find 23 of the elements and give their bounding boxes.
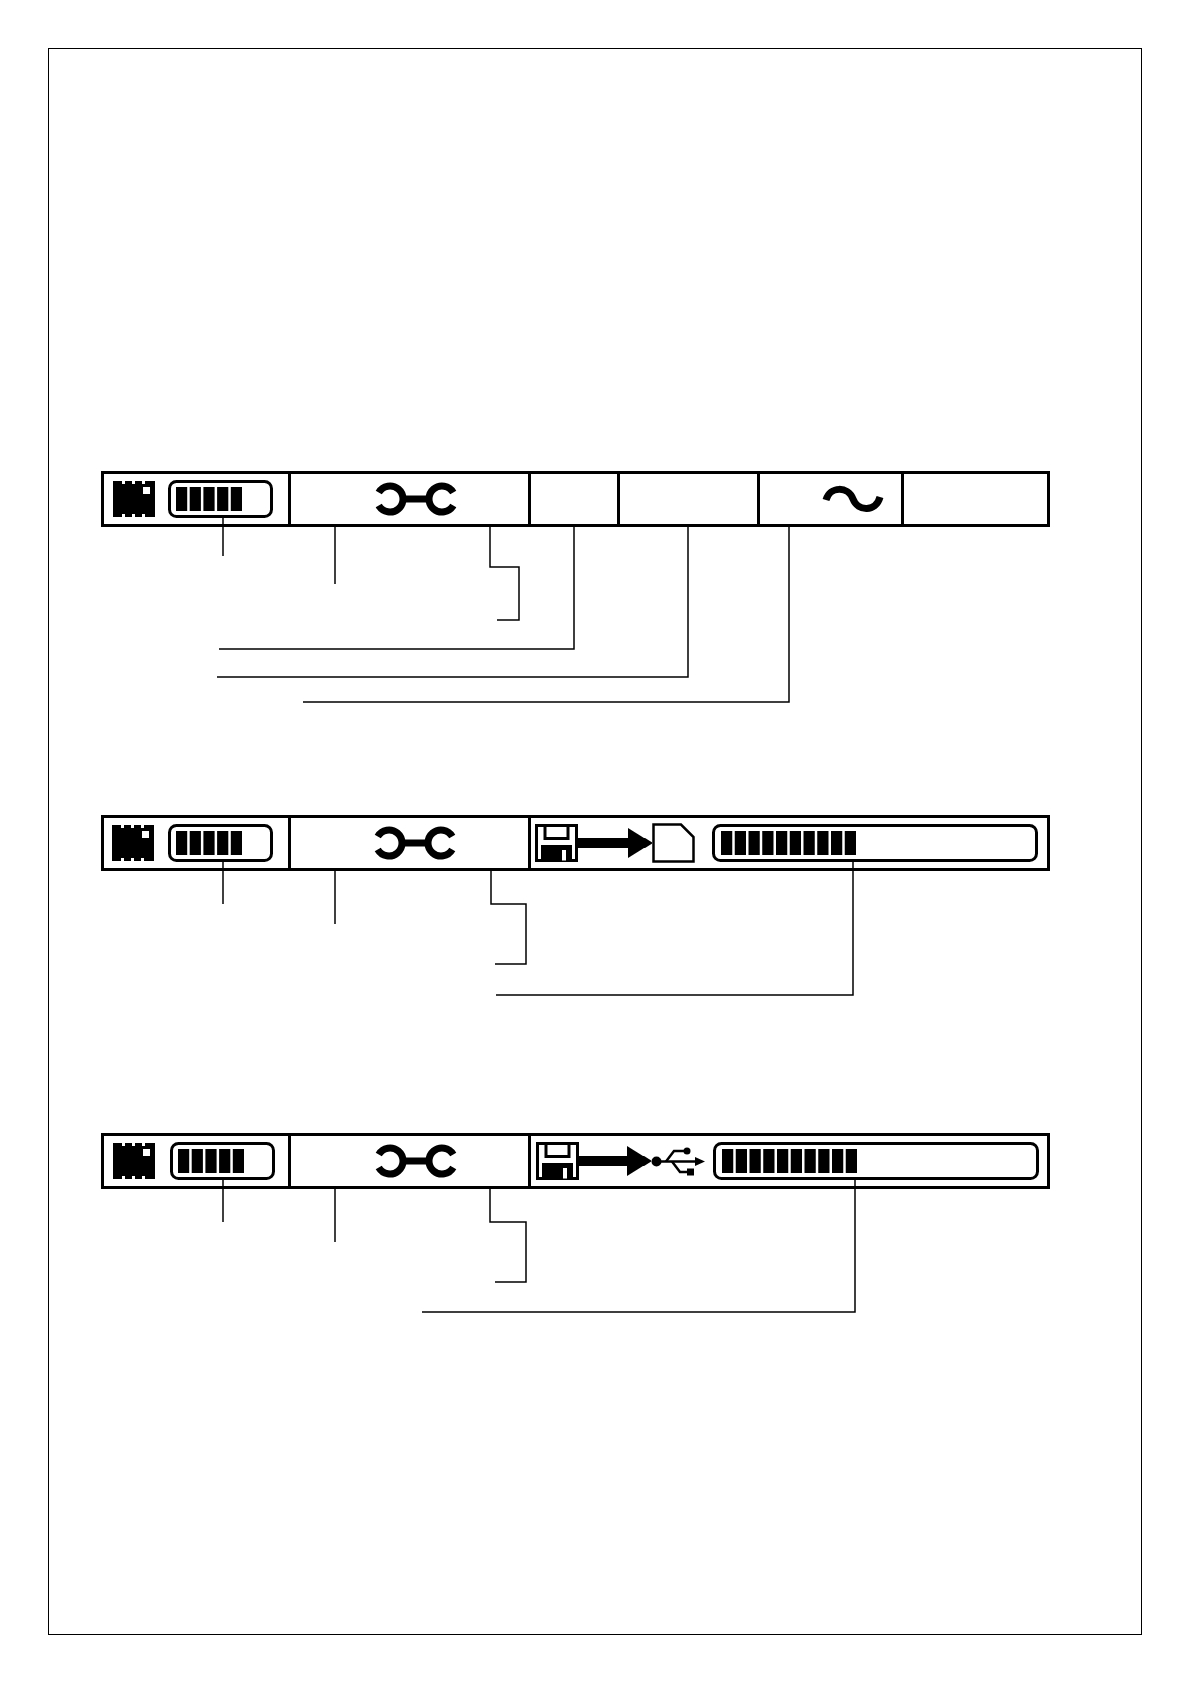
- display-section: [529, 474, 618, 524]
- display-bar: [101, 1133, 1050, 1189]
- leader-line: [495, 861, 854, 996]
- level-gauge: [170, 1142, 275, 1180]
- display-section: [289, 818, 529, 868]
- progress-bar: [712, 824, 1038, 862]
- arrow: [579, 1146, 651, 1176]
- leader-line: [222, 1179, 224, 1223]
- display-bar: [101, 471, 1050, 527]
- leader-line: [421, 1179, 856, 1313]
- arrow: [578, 828, 652, 858]
- leader-line: [222, 861, 224, 905]
- display-section: [758, 474, 902, 524]
- display-section: [289, 1136, 529, 1186]
- display-section: [289, 474, 529, 524]
- display-bar: [101, 815, 1050, 871]
- level-gauge: [168, 824, 273, 862]
- leader-line: [222, 517, 224, 557]
- display-section: [618, 474, 758, 524]
- level-gauge: [168, 480, 273, 518]
- usb-icon: [651, 1145, 705, 1178]
- document-icon: [652, 823, 695, 863]
- progress-bar: [713, 1142, 1039, 1180]
